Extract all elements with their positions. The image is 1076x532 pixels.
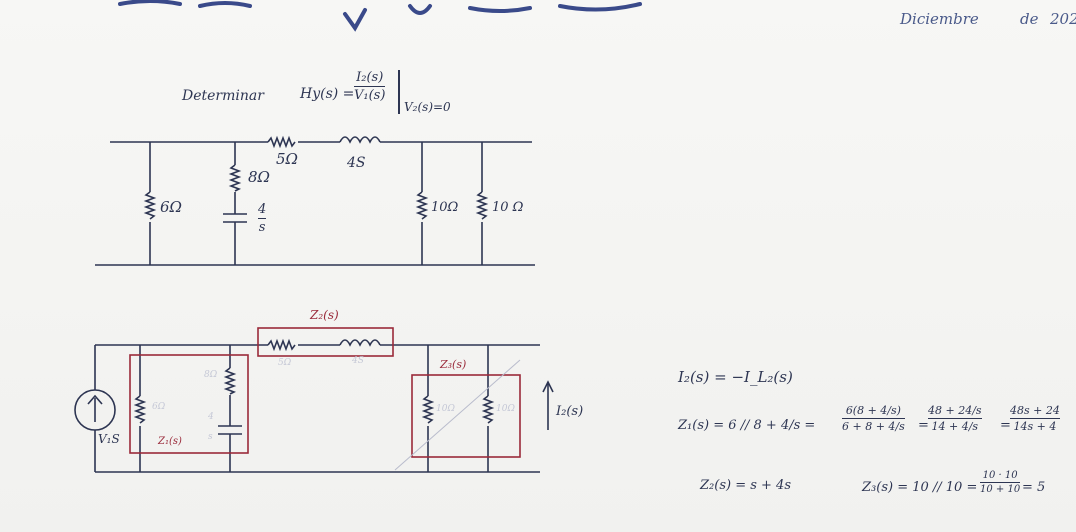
r10b-label: 10 Ω — [492, 200, 524, 215]
ghost-l4s: 4S — [352, 356, 364, 366]
transfer-function-label: Hy(s) = — [300, 86, 355, 102]
source-label: V₁S — [98, 432, 120, 446]
evaluation-bar — [398, 70, 400, 114]
eq-z1-frac1-num: 6(8 + 4/s) — [845, 404, 901, 417]
z1-box — [129, 354, 249, 454]
eq-z3-lhs: Z₃(s) = 10 // 10 = — [862, 480, 978, 495]
r6-label: 6Ω — [160, 198, 182, 216]
eq-z1-frac1-den: 6 + 8 + 4/s — [842, 420, 905, 433]
eq-z3-num: 10 · 10 — [982, 470, 1018, 481]
z1-label: Z₁(s) — [158, 436, 182, 447]
z3-box — [411, 374, 521, 458]
eq-z1-eq3: = — [1000, 418, 1011, 433]
current-label: I₂(s) — [556, 404, 584, 419]
date-year: 202 — [1050, 10, 1076, 28]
z2-label: Z₂(s) — [310, 308, 339, 322]
r10a-label: 10Ω — [431, 200, 459, 215]
eq-z1-frac2-den: 14 + 4/s — [931, 420, 979, 433]
eq-current-relation: I₂(s) = −I_L₂(s) — [678, 368, 793, 386]
cap-numerator: 4 — [258, 202, 267, 217]
determinar-label: Determinar — [182, 88, 264, 104]
eq-z3-den: 10 + 10 — [980, 484, 1021, 495]
title-remnant — [118, 0, 642, 32]
cap-label: 4 s — [258, 202, 267, 235]
eq-z2: Z₂(s) = s + 4s — [700, 478, 791, 493]
ghost-r8: 8Ω — [204, 370, 218, 380]
cap-denominator: s — [258, 220, 266, 235]
z3-label: Z₃(s) — [440, 358, 467, 371]
eq-z1-frac2: 48 + 24/s 14 + 4/s — [928, 404, 982, 433]
h-numerator: I₂(s) — [356, 70, 384, 85]
eq-z1-eq2: = — [918, 418, 929, 433]
transfer-function-fraction: I₂(s) V₁(s) — [354, 70, 386, 103]
eq-z1-frac3-den: 14s + 4 — [1013, 420, 1057, 433]
r8-label: 8Ω — [248, 168, 270, 186]
ghost-r10b: 10Ω — [496, 404, 515, 414]
eq-z3-frac: 10 · 10 10 + 10 — [980, 470, 1021, 495]
circuit-2 — [74, 338, 554, 473]
eq-z1-frac1: 6(8 + 4/s) 6 + 8 + 4/s — [842, 404, 905, 433]
ghost-r10a: 10Ω — [436, 404, 455, 414]
ghost-cap-den: s — [208, 432, 213, 442]
z2-box — [257, 327, 394, 357]
faint-diagonal — [394, 359, 521, 471]
date-de: de — [1020, 10, 1039, 28]
circuit-1 — [95, 135, 535, 266]
l4s-label: 4S — [347, 155, 366, 171]
eq-z3-rhs: = 5 — [1022, 480, 1046, 495]
date-word: Diciembre — [900, 10, 979, 28]
eq-z1-lhs: Z₁(s) = 6 // 8 + 4/s = — [678, 418, 816, 433]
h-denominator: V₁(s) — [354, 88, 386, 103]
eq-z1-frac3-num: 48s + 24 — [1010, 404, 1060, 417]
eq-z1-frac3: 48s + 24 14s + 4 — [1010, 404, 1060, 433]
ghost-r5: 5Ω — [278, 358, 292, 368]
h-condition: V₂(s)=0 — [404, 100, 451, 114]
ghost-r6: 6Ω — [152, 402, 166, 412]
r5-label: 5Ω — [276, 150, 298, 168]
eq-z1-frac2-num: 48 + 24/s — [928, 404, 982, 417]
ghost-cap-num: 4 — [208, 412, 214, 422]
impedance-boxes — [129, 327, 521, 458]
